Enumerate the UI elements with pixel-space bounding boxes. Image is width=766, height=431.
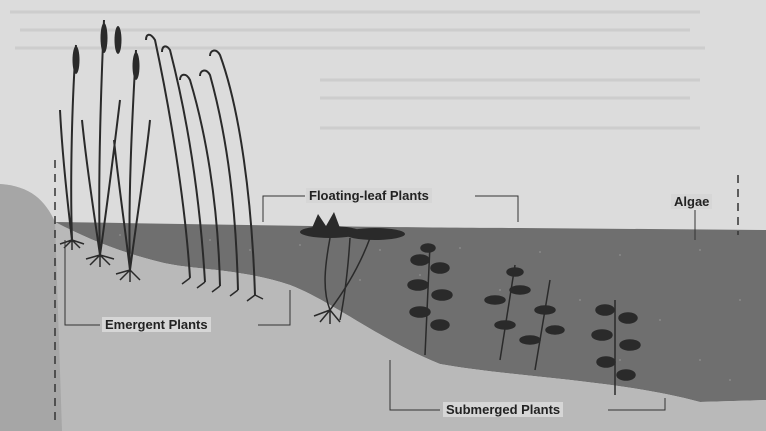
floating-leader-right	[475, 196, 518, 222]
emergent-plants-label: Emergent Plants	[102, 317, 211, 332]
floating-leader	[263, 196, 305, 222]
floating-leaf-plants	[300, 212, 405, 240]
background-text-streaks	[10, 12, 705, 128]
algae-label: Algae	[671, 194, 712, 209]
floating-leaf-label: Floating-leaf Plants	[306, 188, 432, 203]
shore-bank	[0, 184, 62, 431]
cattail-heads	[73, 23, 140, 80]
submerged-plants-label: Submerged Plants	[443, 402, 563, 417]
